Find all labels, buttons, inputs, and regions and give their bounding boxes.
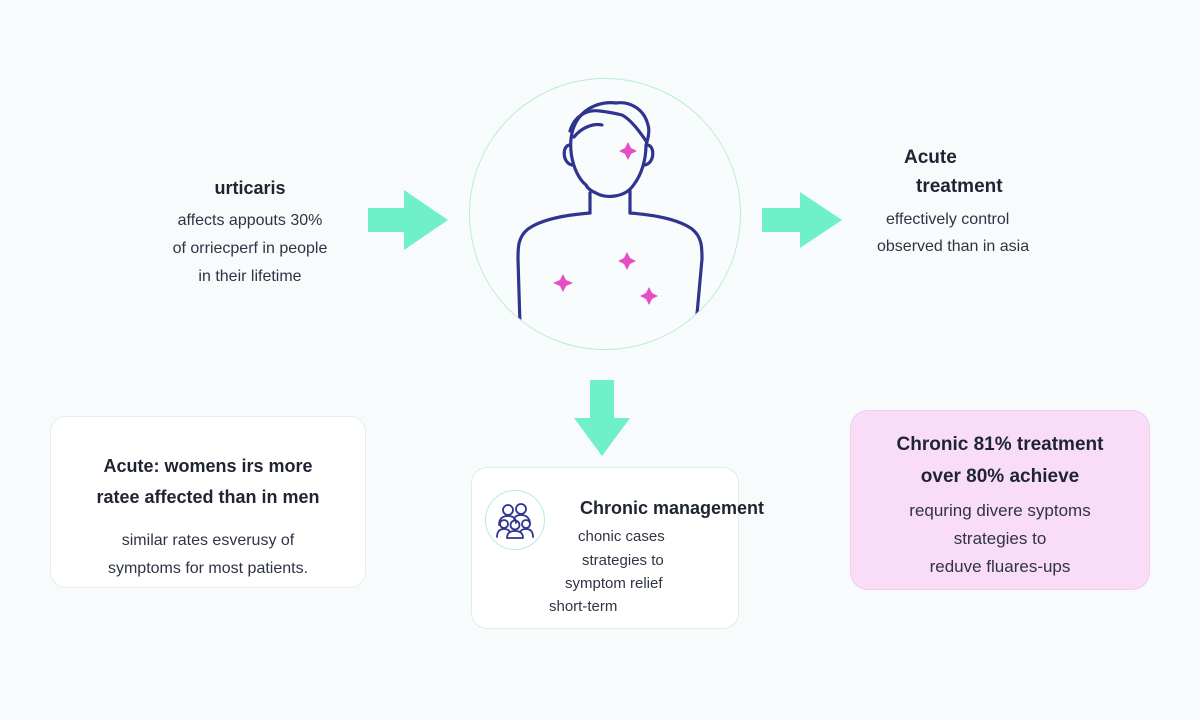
chronic-management-card: Chronic management chonic cases strategi… (471, 467, 764, 629)
arrow-down-icon (574, 380, 630, 458)
acute-treatment-line-2: observed than in asia (877, 238, 1030, 255)
acute-card-title-2: ratee affected than in men (96, 487, 320, 507)
acute-treatment-title-1: Acute (904, 147, 957, 168)
chronic-management-line-2: strategies to (582, 552, 664, 569)
urticaria-line-2: of orriecperf in people (172, 240, 328, 257)
acute-card-line-2: symptoms for most patients. (107, 560, 309, 577)
patient-group-icon (485, 490, 545, 550)
chronic-management-line-1: chonic cases (578, 528, 665, 545)
arrow-right-icon (368, 190, 450, 250)
chronic-treatment-line-3: reduve fluares-ups (929, 557, 1071, 576)
chronic-treatment-line-1: requring divere syptoms (909, 501, 1091, 520)
acute-treatment-info: Acute treatment effectively control obse… (860, 144, 1080, 260)
chronic-treatment-card: Chronic 81% treatment over 80% achieve r… (850, 410, 1150, 590)
acute-card-title-1: Acute: womens irs more (103, 456, 313, 476)
person-illustration (469, 78, 741, 350)
person-with-hives-icon (516, 101, 704, 327)
arrow-right-icon (762, 192, 844, 248)
urticaria-title: urticaris (214, 178, 286, 198)
chronic-treatment-line-2: strategies to (953, 529, 1047, 548)
acute-gender-card: Acute: womens irs more ratee affected th… (50, 416, 366, 588)
chronic-treatment-title-2: over 80% achieve (920, 466, 1080, 487)
chronic-management-title: Chronic management (580, 498, 765, 518)
urticaria-info: urticaris affects appouts 30% of orriecp… (120, 178, 380, 291)
chronic-management-line-4: short-term (549, 598, 618, 615)
chronic-management-line-3: symptom relief (565, 575, 663, 592)
acute-treatment-line-1: effectively control (886, 211, 1010, 228)
acute-card-line-1: similar rates esverusy of (121, 532, 295, 549)
acute-treatment-title-2: treatment (916, 176, 1003, 197)
urticaria-line-1: affects appouts 30% (177, 212, 323, 229)
urticaria-line-3: in their lifetime (198, 268, 302, 285)
chronic-treatment-title-1: Chronic 81% treatment (896, 434, 1104, 455)
